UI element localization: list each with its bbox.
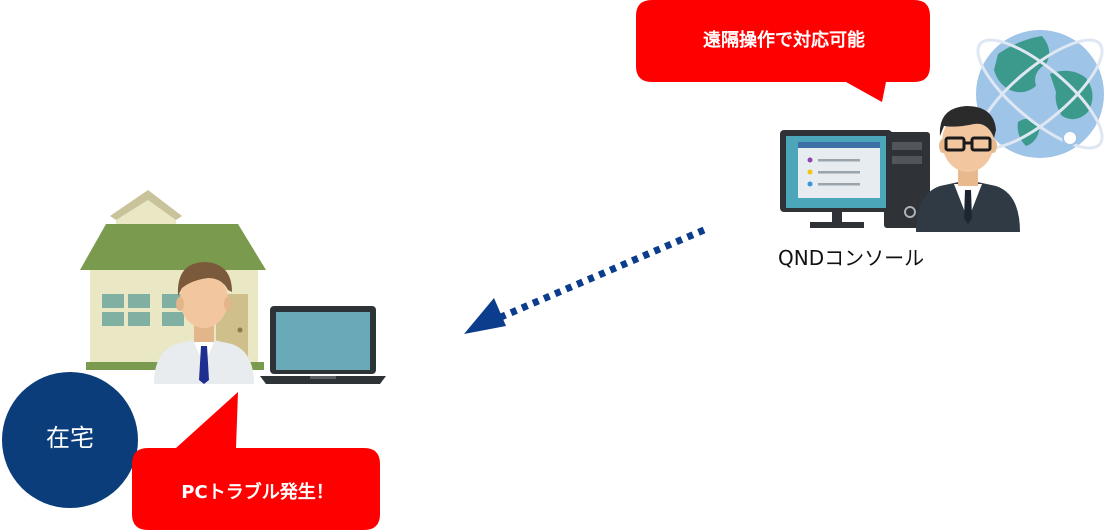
console-label: QNDコンソール [778, 246, 925, 270]
home-label: 在宅 [46, 424, 94, 452]
home-circle [2, 372, 138, 508]
house-icon [80, 190, 266, 370]
trouble-bubble-text: PCトラブル発生！ [181, 482, 334, 503]
dotted-arrow-icon [464, 226, 706, 334]
worker-icon [154, 262, 254, 384]
desktop-pc-icon [780, 130, 930, 228]
trouble-speech-bubble [132, 392, 380, 530]
globe-icon [976, 30, 1104, 158]
laptop-icon [260, 306, 386, 384]
support-operator-icon [916, 106, 1020, 232]
remote-speech-bubble [636, 0, 930, 102]
remote-bubble-text: 遠隔操作で対応可能 [703, 30, 865, 51]
